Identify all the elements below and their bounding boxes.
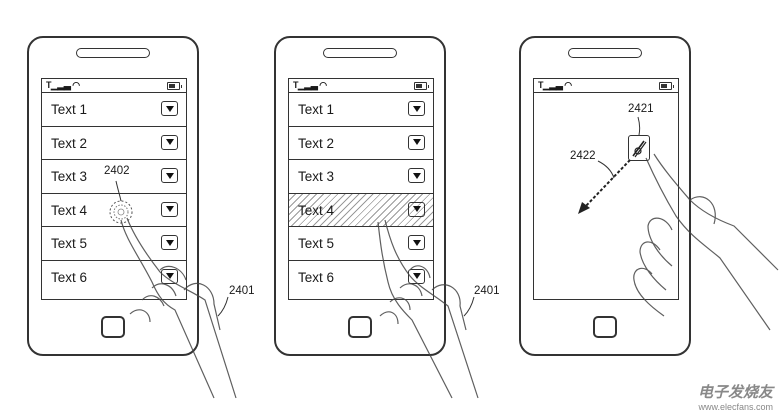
- list-item[interactable]: Text 1: [42, 93, 186, 127]
- status-bar: T▁▂▃ ◠: [42, 79, 186, 93]
- battery-icon: [414, 82, 429, 90]
- touch-indicator: [109, 200, 133, 224]
- speaker: [76, 48, 150, 58]
- battery-icon: [167, 82, 182, 90]
- dropdown-arrow-icon[interactable]: [408, 101, 425, 116]
- hand-icon: [377, 219, 479, 399]
- ref-label-device-middle: 2401: [474, 285, 500, 297]
- watermark-brand: 电子发烧友: [697, 384, 773, 401]
- signal-icon: T▁▂▃ ◠: [293, 80, 327, 90]
- leader-lines: [115, 116, 641, 317]
- list-item[interactable]: Text 4: [42, 194, 186, 227]
- list-item-highlighted[interactable]: Text 4: [289, 193, 433, 227]
- dropdown-arrow-icon[interactable]: [408, 134, 425, 150]
- dropdown-arrow-icon[interactable]: [161, 235, 178, 250]
- phone-middle: T▁▂▃ ◠ Text 1 Text 2 Text 3 Text 4 Text …: [274, 36, 446, 356]
- dropdown-arrow-icon[interactable]: [408, 235, 425, 250]
- ref-label-pen: 2421: [628, 103, 654, 115]
- dropdown-arrow-icon[interactable]: [161, 134, 178, 150]
- signal-icon: T▁▂▃ ◠: [538, 80, 572, 90]
- list-item[interactable]: Text 3: [42, 160, 186, 194]
- list-item[interactable]: Text 3: [289, 160, 433, 194]
- battery-icon: [659, 82, 674, 90]
- list-item[interactable]: Text 6: [42, 261, 186, 295]
- hand-icon: [633, 153, 779, 331]
- screen-right: T▁▂▃ ◠: [533, 78, 679, 300]
- status-bar: T▁▂▃ ◠: [289, 79, 433, 93]
- speaker: [323, 48, 397, 58]
- dropdown-arrow-icon[interactable]: [161, 168, 178, 183]
- dropdown-arrow-icon[interactable]: [408, 201, 425, 217]
- phone-right: T▁▂▃ ◠: [519, 36, 691, 356]
- list-item[interactable]: Text 1: [289, 93, 433, 127]
- list-item[interactable]: Text 5: [42, 227, 186, 261]
- signal-icon: T▁▂▃ ◠: [46, 80, 80, 90]
- ref-label-touch: 2402: [104, 165, 130, 177]
- list-item[interactable]: Text 5: [289, 227, 433, 261]
- screen-left: T▁▂▃ ◠ Text 1 Text 2 Text 3 Text 4 Text …: [41, 78, 187, 300]
- watermark: 电子发烧友 www.elecfans.com: [698, 381, 773, 412]
- dropdown-arrow-icon[interactable]: [408, 168, 425, 183]
- hand-icon: [120, 217, 237, 399]
- dropdown-arrow-icon[interactable]: [161, 268, 178, 284]
- phone-left: T▁▂▃ ◠ Text 1 Text 2 Text 3 Text 4 Text …: [27, 36, 199, 356]
- drag-arrow: [578, 159, 631, 214]
- dropdown-arrow-icon[interactable]: [161, 201, 178, 217]
- watermark-url: www.elecfans.com: [698, 402, 773, 412]
- status-bar: T▁▂▃ ◠: [534, 79, 678, 93]
- pen-glyph: [632, 140, 647, 158]
- screen-middle: T▁▂▃ ◠ Text 1 Text 2 Text 3 Text 4 Text …: [288, 78, 434, 300]
- pen-icon[interactable]: [628, 135, 650, 161]
- ref-label-drag: 2422: [570, 150, 596, 162]
- home-button[interactable]: [348, 316, 372, 338]
- speaker: [568, 48, 642, 58]
- list-item[interactable]: Text 2: [289, 127, 433, 160]
- dropdown-arrow-icon[interactable]: [161, 101, 178, 116]
- list-item[interactable]: Text 2: [42, 127, 186, 160]
- ref-label-device-left: 2401: [229, 285, 255, 297]
- home-button[interactable]: [593, 316, 617, 338]
- home-button[interactable]: [101, 316, 125, 338]
